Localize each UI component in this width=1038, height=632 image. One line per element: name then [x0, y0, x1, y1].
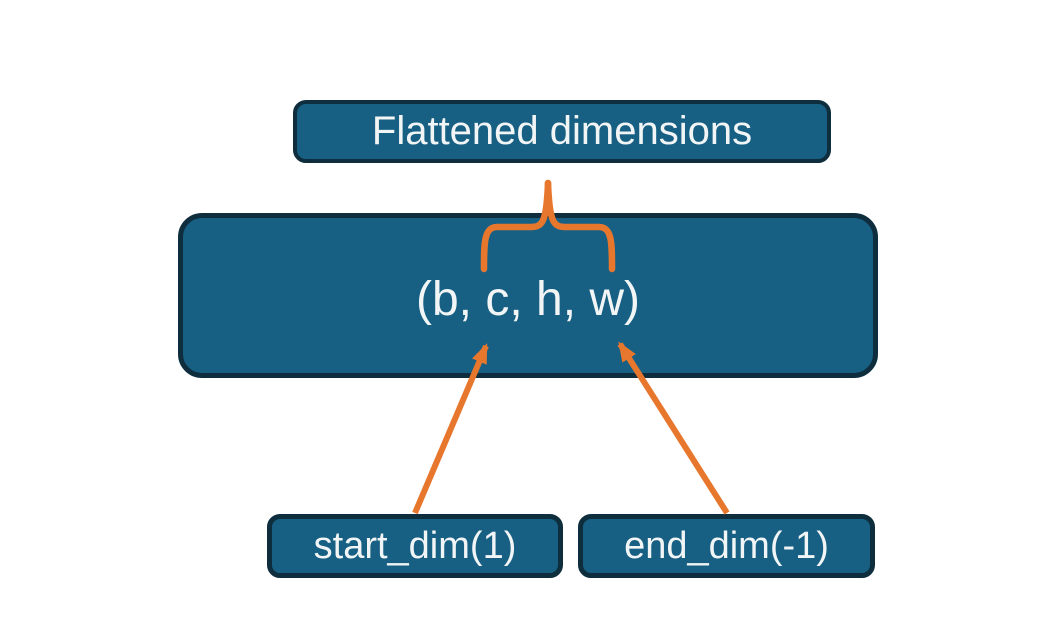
node-start-dim: start_dim(1): [267, 514, 563, 578]
node-end-dim: end_dim(-1): [578, 514, 875, 578]
tensor-shape-label: (b, c, h, w): [415, 273, 641, 326]
start-dim-label: start_dim(1): [313, 524, 517, 567]
end-dim-label: end_dim(-1): [624, 524, 829, 567]
flattened-dimensions-label: Flattened dimensions: [371, 109, 753, 153]
node-tensor-shape: (b, c, h, w): [178, 213, 878, 378]
node-flattened-dimensions: Flattened dimensions: [293, 100, 831, 163]
